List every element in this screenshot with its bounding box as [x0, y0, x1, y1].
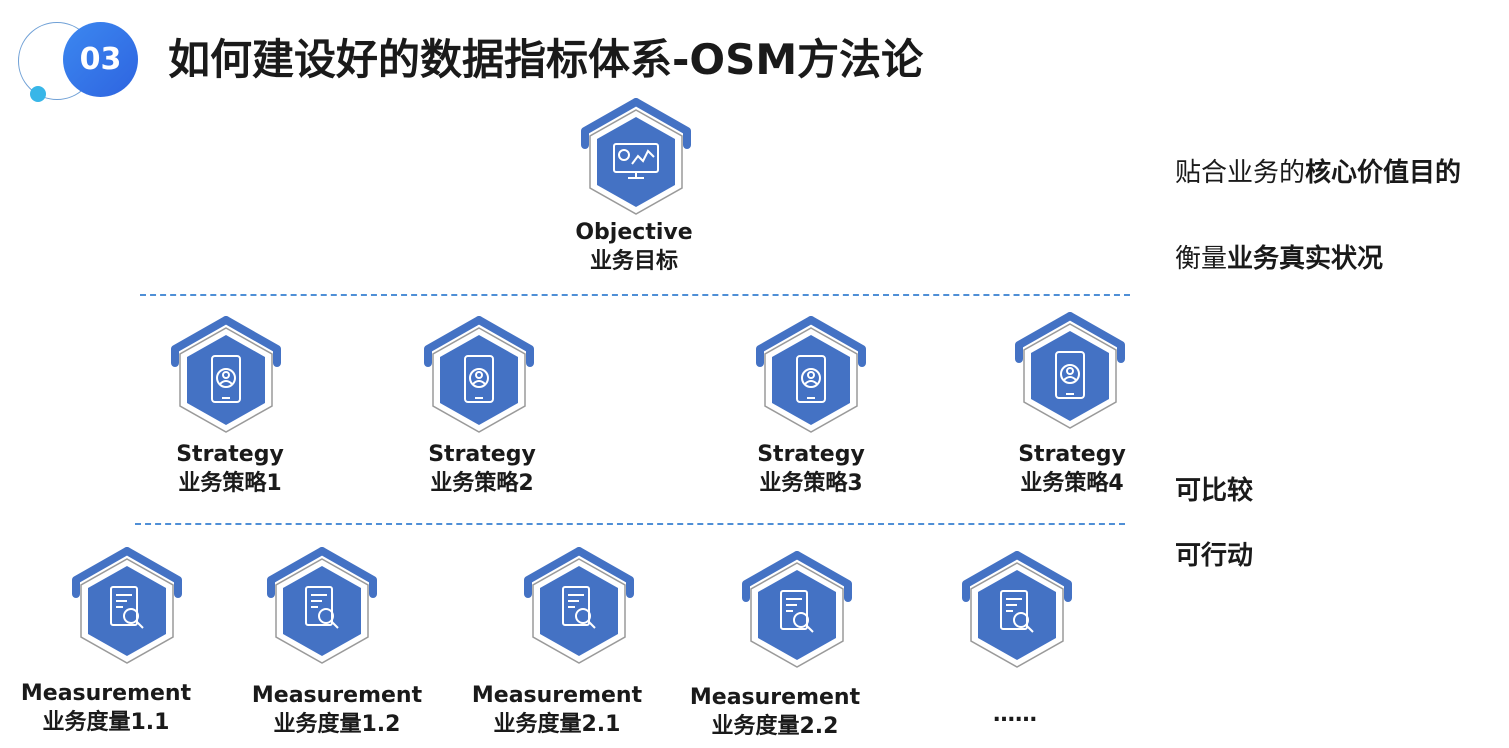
- strategy-label-3: Strategy 业务策略3: [757, 440, 865, 498]
- note-objective-purpose-plain: 贴合业务的: [1175, 158, 1306, 188]
- strategy-label-2: Strategy 业务策略2: [428, 440, 536, 498]
- document-search-icon: [562, 586, 596, 629]
- measurement-hex-node-4: [737, 551, 857, 671]
- measurement-hex-node-5: [957, 551, 1077, 671]
- strategy-hex-node-1: [166, 316, 286, 436]
- document-search-icon: [780, 590, 814, 633]
- strategy-hex-node-4: [1010, 312, 1130, 432]
- note-objective-purpose-bold: 核心价值目的: [1305, 158, 1462, 188]
- measurement-hex-node-3: [519, 547, 639, 667]
- page-title: 如何建设好的数据指标体系-OSM方法论: [168, 35, 924, 84]
- strategy-label-en: Strategy: [757, 442, 865, 467]
- monitor-chart-icon: [613, 143, 659, 179]
- note-actionable: 可行动: [1175, 541, 1254, 571]
- strategy-label-en: Strategy: [428, 442, 536, 467]
- document-search-icon: [1000, 590, 1034, 633]
- phone-user-icon: [1055, 351, 1085, 399]
- note-objective-purpose: 贴合业务的核心价值目的: [1175, 152, 1461, 189]
- document-search-icon: [305, 586, 339, 629]
- document-search-icon: [110, 586, 144, 629]
- measurement-label-zh: 业务度量1.1: [42, 710, 170, 735]
- measurement-label-5: ……: [993, 700, 1037, 729]
- note-objective-measure-plain: 衡量: [1175, 244, 1228, 274]
- measurement-label-2: Measurement 业务度量1.2: [252, 681, 422, 739]
- strategy-label-en: Strategy: [1018, 442, 1126, 467]
- objective-hex-node: [576, 98, 696, 218]
- divider-objective-strategy: [140, 294, 1130, 296]
- objective-label-zh: 业务目标: [589, 249, 678, 274]
- note-objective-measure: 衡量业务真实状况: [1175, 238, 1383, 275]
- measurement-label-en: Measurement: [471, 683, 643, 708]
- phone-user-icon: [464, 355, 494, 403]
- measurement-label-zh: 业务度量2.1: [493, 712, 621, 737]
- strategy-label-zh: 业务策略2: [430, 471, 534, 496]
- measurement-label-zh: 业务度量2.2: [711, 714, 839, 739]
- measurement-label-1: Measurement 业务度量1.1: [21, 679, 191, 737]
- measurement-label-en: Measurement: [689, 685, 861, 710]
- strategy-label-en: Strategy: [176, 442, 284, 467]
- strategy-label-zh: 业务策略1: [178, 471, 282, 496]
- strategy-hex-node-2: [419, 316, 539, 436]
- strategy-label-4: Strategy 业务策略4: [1018, 440, 1126, 498]
- strategy-label-zh: 业务策略4: [1020, 471, 1124, 496]
- phone-user-icon: [796, 355, 826, 403]
- measurement-label-3: Measurement 业务度量2.1: [472, 681, 642, 739]
- measurement-label-en: Measurement: [20, 681, 192, 706]
- measurement-label-en: Measurement: [251, 683, 423, 708]
- measurement-label-zh: 业务度量1.2: [273, 712, 401, 737]
- note-objective-measure-bold: 业务真实状况: [1227, 244, 1384, 274]
- objective-label-en: Objective: [575, 220, 693, 245]
- phone-user-icon: [211, 355, 241, 403]
- measurement-ellipsis: ……: [993, 702, 1037, 727]
- note-comparable: 可比较: [1175, 476, 1254, 506]
- strategy-label-zh: 业务策略3: [759, 471, 863, 496]
- measurement-hex-node-2: [262, 547, 382, 667]
- strategy-hex-node-3: [751, 316, 871, 436]
- section-number-badge: 03: [63, 22, 138, 97]
- divider-strategy-measurement: [135, 523, 1125, 525]
- measurement-hex-node-1: [67, 547, 187, 667]
- badge-dot-decoration: [30, 86, 46, 102]
- strategy-label-1: Strategy 业务策略1: [176, 440, 284, 498]
- measurement-label-4: Measurement 业务度量2.2: [690, 683, 860, 741]
- objective-label: Objective 业务目标: [575, 218, 692, 276]
